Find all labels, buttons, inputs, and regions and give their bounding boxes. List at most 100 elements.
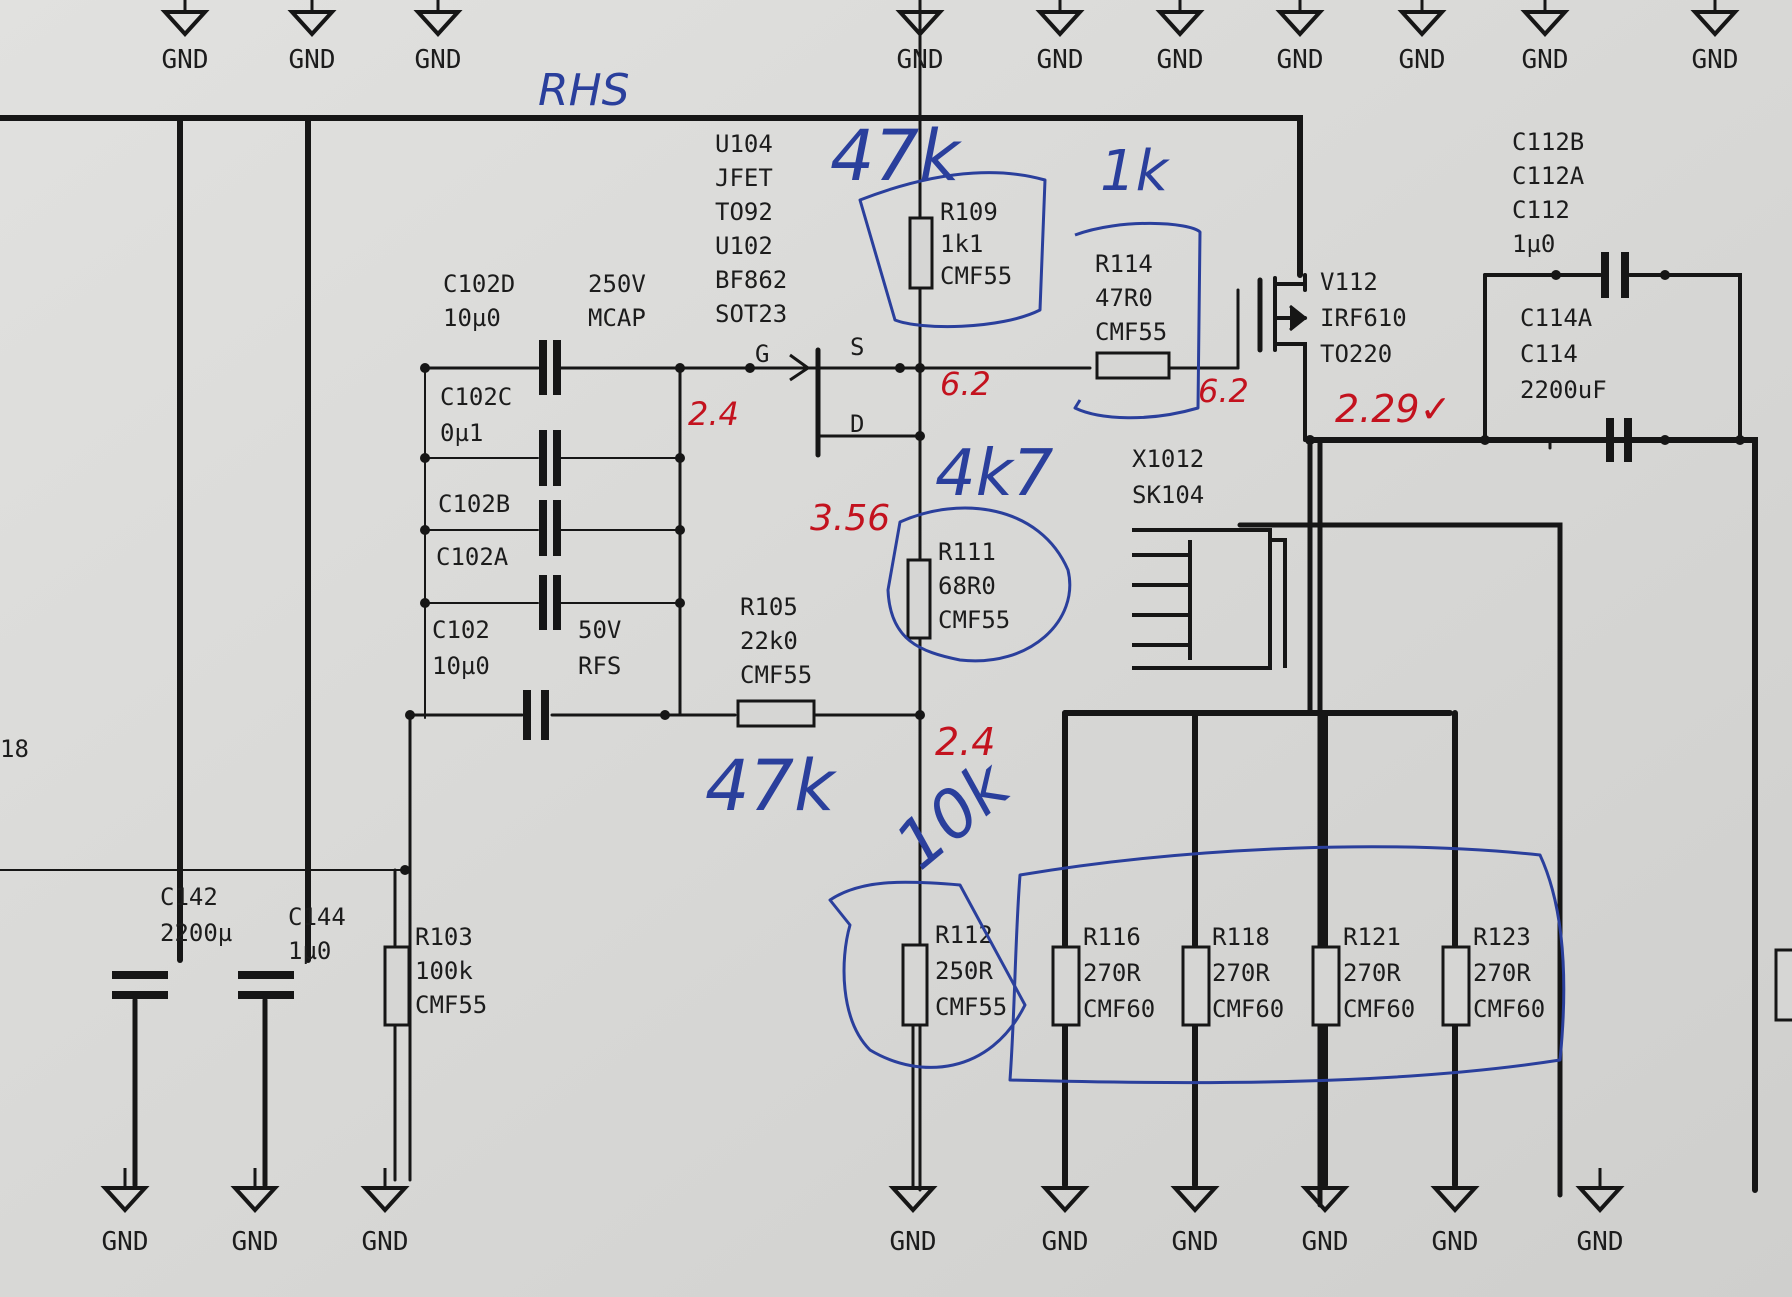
ground-icon <box>230 1186 280 1213</box>
jfet-drain-pin-label: D <box>850 410 864 438</box>
ground-icon <box>413 10 463 37</box>
ground-symbol-bottom-3: GND <box>888 1168 938 1257</box>
ground-icon <box>287 10 337 37</box>
gnd-label: GND <box>1399 45 1446 75</box>
r123-body <box>1441 945 1471 1027</box>
ground-symbol-bottom-7: GND <box>1430 1168 1480 1257</box>
loop-r111 <box>886 506 1072 663</box>
r123-label: R123 270R CMF60 <box>1473 923 1545 1023</box>
r105-body <box>736 699 816 728</box>
c142-plates <box>112 971 168 999</box>
c102c-plates <box>539 430 561 486</box>
ground-icon <box>1520 10 1570 37</box>
ground-symbol-top-0: GND <box>160 0 210 75</box>
c112-label: C112B C112A C112 1µ0 <box>1512 128 1599 258</box>
ground-symbol-top-4: GND <box>1035 0 1085 75</box>
jfet-gate-pin-label: G <box>755 340 769 368</box>
ground-symbols: GND GND GND GND GND GND GND GND GND GND GND GND GND G… <box>100 0 1740 1257</box>
gnd-label: GND <box>1172 1227 1219 1257</box>
ground-icon <box>1170 1186 1220 1213</box>
c114-label: C114A C114 2200uF <box>1520 304 1607 404</box>
ground-symbol-bottom-4: GND <box>1040 1168 1090 1257</box>
c144-plates <box>238 971 294 999</box>
gnd-label: GND <box>289 45 336 75</box>
c102-type-label: 50V RFS <box>578 616 636 680</box>
wires <box>0 0 1758 1208</box>
ground-icon <box>895 10 945 37</box>
gnd-label: GND <box>897 45 944 75</box>
voltage-drain: 3.56 <box>810 498 890 539</box>
ground-icon <box>1300 1186 1350 1213</box>
ground-symbol-top-3: GND <box>895 0 945 75</box>
r121-label: R121 270R CMF60 <box>1343 923 1415 1023</box>
handwritten-rhs: RHS <box>538 65 630 116</box>
r109-label: R109 1k1 CMF55 <box>940 198 1012 290</box>
r103-label: R103 100k CMF55 <box>415 923 487 1019</box>
ground-symbol-bottom-5: GND <box>1170 1168 1220 1257</box>
gnd-label: GND <box>1692 45 1739 75</box>
c102b-plates <box>539 500 561 556</box>
r112-label: R112 250R CMF55 <box>935 921 1007 1021</box>
ground-icon <box>1040 1186 1090 1213</box>
top-rail-wire <box>0 115 1303 278</box>
v112-label: V112 IRF610 TO220 <box>1320 268 1421 368</box>
ground-icon <box>1035 10 1085 37</box>
r118-body <box>1181 945 1211 1027</box>
ground-symbol-bottom-0: GND <box>100 1168 150 1257</box>
r112-body <box>901 943 929 1027</box>
voltage-r112: 2.4 <box>935 720 995 764</box>
gnd-label: GND <box>1042 1227 1089 1257</box>
ground-symbol-top-5: GND <box>1155 0 1205 75</box>
x1012-label: X1012 SK104 <box>1132 445 1219 509</box>
r114-body <box>1095 351 1171 380</box>
ground-icon <box>100 1186 150 1213</box>
heatsink-x1012 <box>1132 528 1287 670</box>
ground-symbol-bottom-2: GND <box>360 1168 410 1257</box>
gnd-label: GND <box>1037 45 1084 75</box>
components <box>383 216 1792 1027</box>
ground-symbol-bottom-1: GND <box>230 1168 280 1257</box>
r111-body <box>906 558 932 640</box>
voltage-source: 6.2 <box>940 365 991 403</box>
c102d-plates <box>539 340 561 395</box>
c102a-label: C102A <box>436 543 509 571</box>
ground-icon <box>360 1186 410 1213</box>
voltage-gate: 2.4 <box>688 395 739 433</box>
ground-icon <box>1397 10 1447 37</box>
ground-icon <box>1575 1186 1625 1213</box>
r116-label: R116 270R CMF60 <box>1083 923 1155 1023</box>
c102c-label: C102C 0µ1 <box>440 383 527 447</box>
gnd-label: GND <box>1432 1227 1479 1257</box>
gnd-label: GND <box>362 1227 409 1257</box>
r103-body <box>383 945 411 1027</box>
handwritten-r109-value: 47k <box>830 115 962 197</box>
ground-symbol-top-6: GND <box>1275 0 1325 75</box>
loop-r114 <box>1073 221 1202 420</box>
ground-icon <box>888 1186 938 1213</box>
ground-symbol-top-8: GND <box>1520 0 1570 75</box>
ground-icon <box>160 10 210 37</box>
voltage-output: 2.29✓ <box>1335 387 1451 431</box>
ground-icon <box>1155 10 1205 37</box>
capacitors <box>112 252 1632 999</box>
r118-label: R118 270R CMF60 <box>1212 923 1284 1023</box>
handwritten-r105-value: 47k <box>705 745 837 827</box>
right-edge-resistor <box>1774 948 1792 1022</box>
left-edge-label: 18 <box>0 735 29 763</box>
ground-symbol-bottom-6: GND <box>1300 1168 1350 1257</box>
r116-body <box>1051 945 1081 1027</box>
gnd-label: GND <box>1302 1227 1349 1257</box>
loop-r112 <box>828 880 1027 1069</box>
gnd-label: GND <box>1577 1227 1624 1257</box>
gnd-label: GND <box>162 45 209 75</box>
ground-symbol-bottom-8: GND <box>1575 1168 1625 1257</box>
ground-icon <box>1430 1186 1480 1213</box>
r105-label: R105 22k0 CMF55 <box>740 593 812 689</box>
gnd-label: GND <box>232 1227 279 1257</box>
loop-output-resistors <box>1008 845 1566 1085</box>
r114-label: R114 47R0 CMF55 <box>1095 250 1167 346</box>
r109-body <box>908 216 934 290</box>
